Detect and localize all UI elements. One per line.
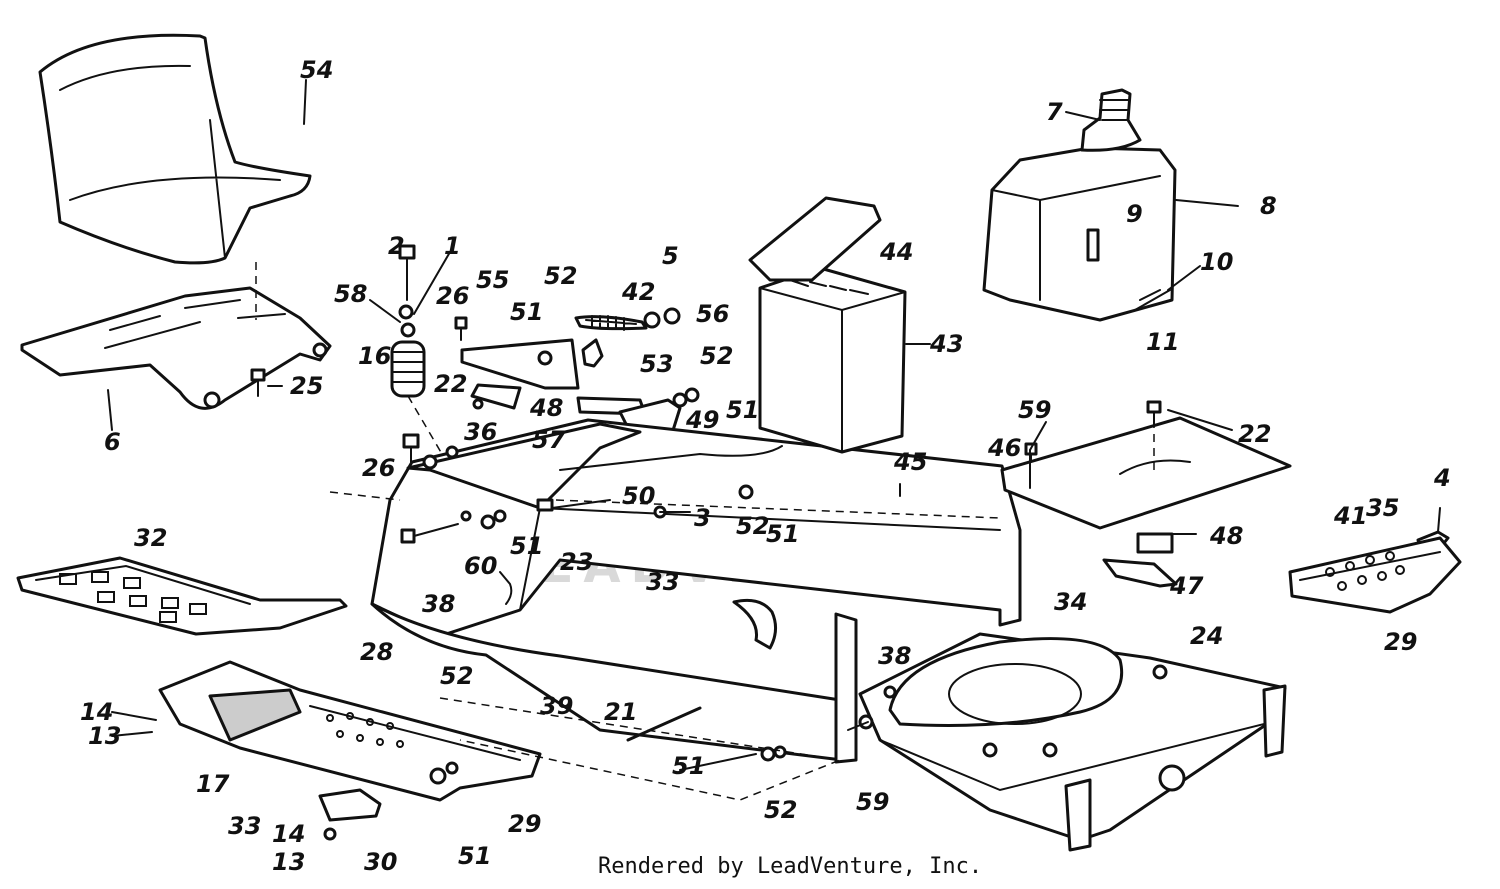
callout-25: 25 [290, 372, 323, 400]
seat-spring [390, 340, 426, 398]
callout-52a: 52 [544, 262, 577, 290]
callout-26b: 26 [362, 454, 395, 482]
callout-46: 46 [987, 434, 1021, 462]
axle-rod [626, 706, 702, 742]
callout-44: 44 [879, 238, 913, 266]
callout-5: 5 [662, 242, 679, 270]
battery [559, 196, 907, 471]
callout-17: 17 [196, 770, 230, 798]
callout-57: 57 [532, 426, 566, 454]
callout-33a: 33 [646, 568, 679, 596]
callout-35: 35 [1366, 494, 1399, 522]
callout-60: 60 [464, 552, 497, 580]
callout-14b: 14 [272, 820, 305, 848]
callout-47: 47 [1169, 572, 1204, 600]
callout-6: 6 [104, 428, 121, 456]
callout-38a: 38 [422, 590, 455, 618]
callout-58: 58 [334, 280, 367, 308]
callout-42: 42 [621, 278, 655, 306]
left-footrest-plate [158, 660, 542, 841]
callout-51f: 51 [458, 842, 491, 870]
assembly-lines [255, 262, 1155, 801]
callout-48b: 48 [1209, 522, 1243, 550]
callout-51c: 51 [766, 520, 799, 548]
rear-frame-deck [858, 632, 1287, 852]
callout-14a: 14 [80, 698, 113, 726]
callout-38b: 38 [878, 642, 911, 670]
callout-51d: 51 [510, 532, 543, 560]
callout-53: 53 [640, 350, 673, 378]
callout-9: 9 [1126, 200, 1143, 228]
callout-24: 24 [1190, 622, 1223, 650]
right-footrest [1288, 536, 1462, 614]
callout-48a: 48 [529, 394, 563, 422]
callout-34: 34 [1054, 588, 1087, 616]
left-footrest-pad [16, 556, 348, 636]
callout-45: 45 [893, 448, 927, 476]
callout-51b: 51 [726, 396, 759, 424]
callout-21: 21 [604, 698, 637, 726]
callout-39: 39 [540, 692, 573, 720]
callout-59b: 59 [856, 788, 889, 816]
callout-13b: 13 [272, 848, 305, 876]
callout-7: 7 [1046, 98, 1063, 126]
callout-26a: 26 [436, 282, 469, 310]
seat-mounting-bracket [20, 286, 332, 410]
callout-32: 32 [134, 524, 167, 552]
callout-28: 28 [360, 638, 393, 666]
callout-29b: 29 [508, 810, 541, 838]
callout-4: 4 [1433, 464, 1451, 492]
callout-22a: 22 [434, 370, 467, 398]
callout-33b: 33 [228, 812, 261, 840]
callout-23: 23 [560, 548, 593, 576]
callout-51a: 51 [510, 298, 543, 326]
rendered-by-credit: Rendered by LeadVenture, Inc. [598, 854, 983, 879]
callout-numbers: 54 6 25 58 2 1 16 26 26 55 52 51 42 5 56… [80, 56, 1451, 876]
rear-plate [1000, 416, 1292, 588]
callout-51e: 51 [672, 752, 705, 780]
callout-59a: 59 [1018, 396, 1051, 424]
callout-43: 43 [929, 330, 963, 358]
callout-29a: 29 [1384, 628, 1417, 656]
main-frame [370, 418, 1022, 764]
callout-52b: 52 [700, 342, 733, 370]
callout-41: 41 [1333, 502, 1367, 530]
callout-2: 2 [388, 232, 405, 260]
callout-36: 36 [464, 418, 497, 446]
callout-16: 16 [358, 342, 391, 370]
callout-56: 56 [696, 300, 729, 328]
callout-10: 10 [1200, 248, 1233, 276]
callout-50: 50 [622, 482, 655, 510]
callout-11: 11 [1146, 328, 1179, 356]
fuel-tank [982, 88, 1177, 322]
callout-55: 55 [476, 266, 509, 294]
callout-54: 54 [300, 56, 333, 84]
callout-30: 30 [364, 848, 397, 876]
callout-49: 49 [685, 406, 719, 434]
callout-leaders [107, 79, 1441, 771]
callout-1: 1 [444, 232, 461, 260]
callout-3: 3 [694, 504, 711, 532]
callout-52c: 52 [736, 512, 769, 540]
callout-13a: 13 [88, 722, 121, 750]
callout-22b: 22 [1238, 420, 1271, 448]
frame-hardware [400, 484, 897, 762]
callout-52d: 52 [440, 662, 473, 690]
seat [38, 33, 312, 265]
callout-8: 8 [1260, 192, 1277, 220]
callout-52e: 52 [764, 796, 797, 824]
